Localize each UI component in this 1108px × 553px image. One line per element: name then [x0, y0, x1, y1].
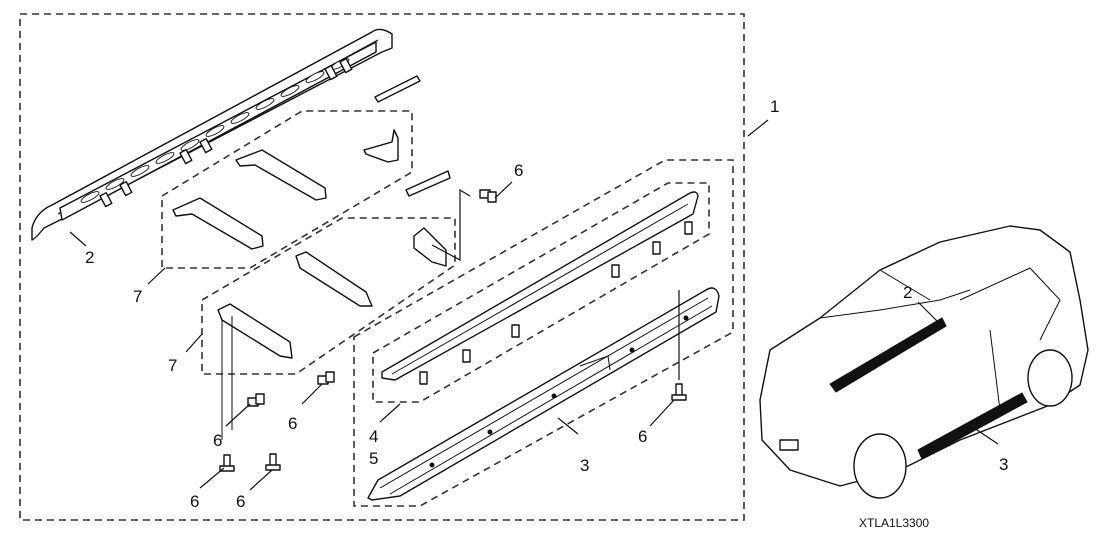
board-group-boundary: [353, 159, 734, 507]
callout-vehicle-2: 2: [903, 283, 912, 302]
leader-2: [69, 231, 87, 247]
leader-3: [557, 417, 579, 435]
bracket-upper-1: [235, 149, 327, 201]
callout-7-lower: 7: [168, 356, 177, 375]
vehicle-illustration: [759, 225, 1089, 499]
leader-1: [747, 119, 769, 137]
leader-vehicle-3: [973, 427, 999, 445]
leader-6-right: [649, 399, 675, 427]
callout-1: 1: [770, 97, 779, 116]
plate-middle: [405, 170, 451, 197]
leader-6-upper-bracket: [431, 188, 471, 262]
bracket-clip-lower: [413, 227, 447, 267]
bolt-right: [671, 383, 687, 401]
callout-6-right: 6: [638, 427, 647, 446]
hex-pattern: [80, 58, 350, 203]
bracket-lower-1: [295, 251, 373, 307]
bolt-mid-left: [247, 393, 265, 407]
bracket-clip-upper: [363, 129, 399, 163]
callout-6-mid: 6: [288, 414, 297, 433]
drawing-code: XTLA1L3300: [859, 516, 929, 530]
callout-7-upper: 7: [133, 287, 142, 306]
callout-5: 5: [369, 449, 378, 468]
callout-6-mid-left: 6: [213, 431, 222, 450]
plate-upper: [374, 75, 421, 103]
callout-2: 2: [85, 248, 94, 267]
leader-vehicle-2: [917, 301, 943, 327]
leader-6-mid: [301, 383, 323, 405]
bolt-bottom-left: [219, 454, 235, 472]
callout-6-upper: 6: [514, 161, 523, 180]
kit-boundary: [19, 13, 745, 521]
bolt-bottom-mid: [265, 453, 281, 471]
leader-6-mid-left: [225, 403, 251, 427]
leader-4: [379, 403, 401, 423]
callout-vehicle-3: 3: [999, 455, 1008, 474]
bolt-upper: [479, 189, 497, 203]
bolt-mid: [317, 371, 335, 385]
bracket-upper-2: [172, 197, 264, 250]
step-trim: [381, 191, 699, 385]
leader-6-upper: [494, 181, 513, 199]
callout-6-bottom-left: 6: [190, 492, 199, 511]
callout-6-bottom-mid: 6: [236, 492, 245, 511]
bracket-set-lower-boundary: [201, 217, 456, 375]
leader-7-upper: [147, 267, 166, 285]
running-board-left: [31, 28, 393, 241]
leader-7-lower: [185, 333, 203, 353]
leader-6-bottom-left: [199, 467, 225, 489]
running-board-right: [367, 287, 720, 501]
callout-3: 3: [580, 456, 589, 475]
callout-4: 4: [369, 427, 378, 446]
bracket-lower-2: [217, 303, 293, 440]
trim-group-boundary: [372, 182, 710, 403]
leader-6-bottom-mid: [249, 469, 273, 491]
